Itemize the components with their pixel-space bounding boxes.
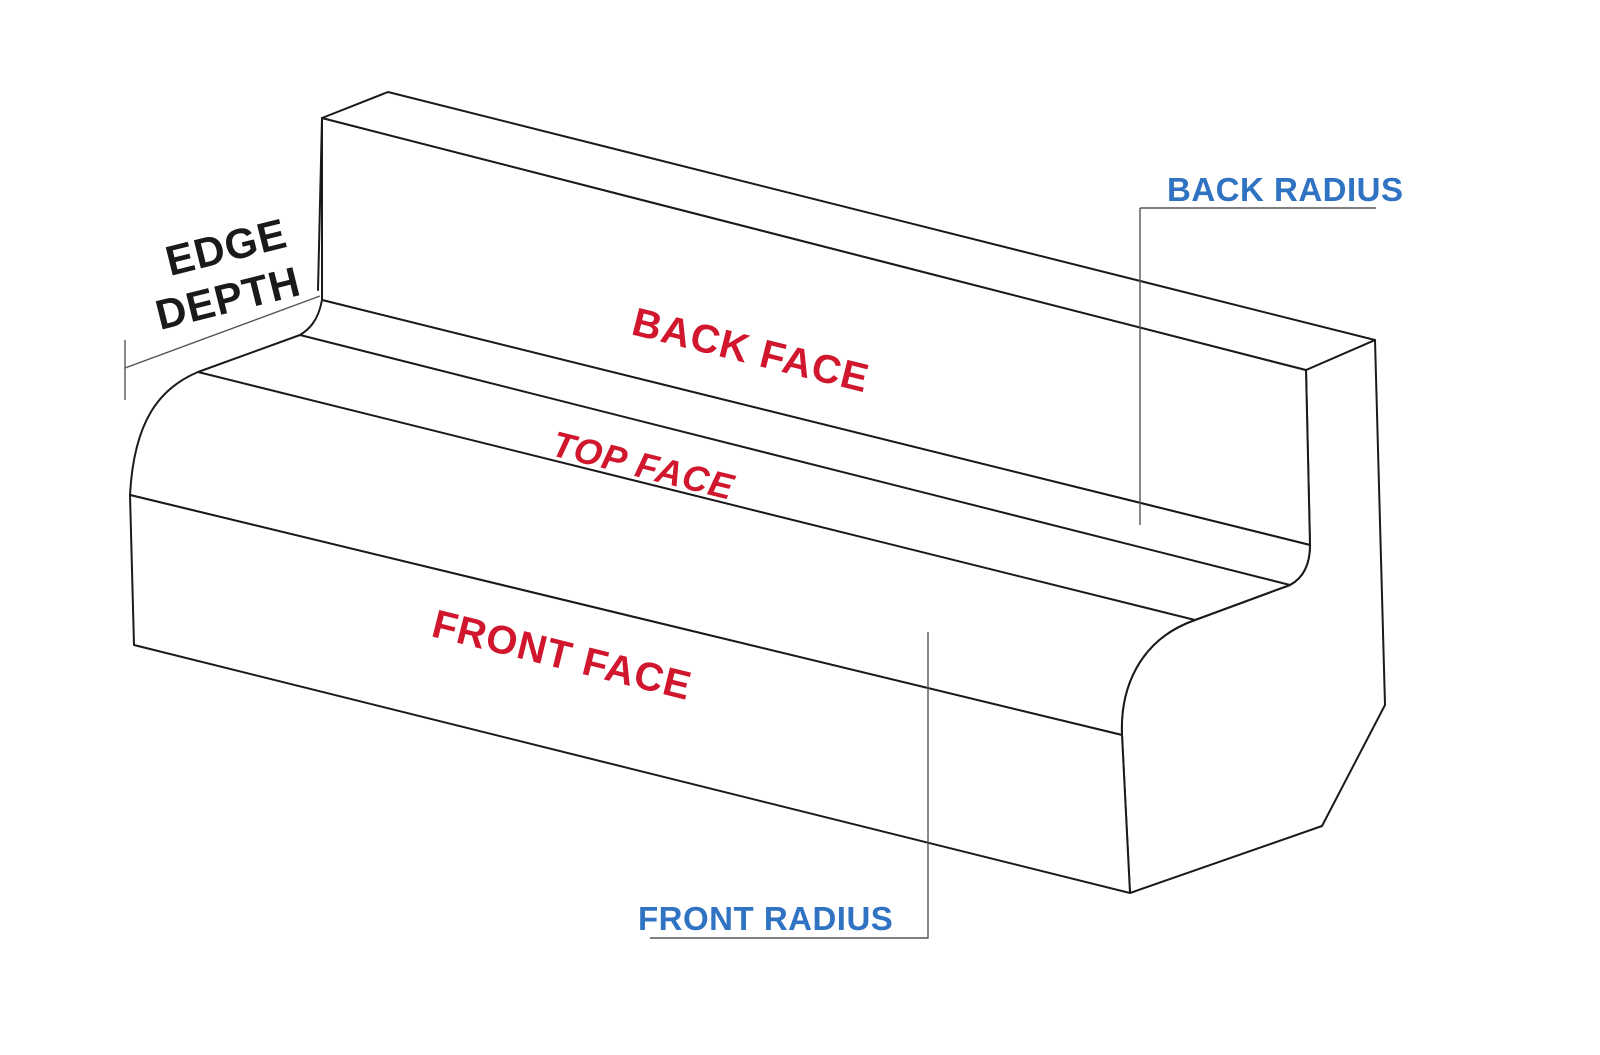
edge-depth-leader	[124, 295, 321, 400]
front-radius-tangent	[197, 371, 1196, 621]
back-radius-leader	[1139, 207, 1376, 525]
back-radius-label: BACK RADIUS	[1167, 171, 1404, 208]
left-end-edge	[317, 117, 323, 291]
front-radius-label: FRONT RADIUS	[638, 900, 893, 937]
back-radius-tangent	[299, 334, 1291, 586]
back-top-cap	[321, 91, 1376, 371]
front-radius-leader	[650, 632, 929, 939]
front-face-shape	[129, 494, 1131, 894]
